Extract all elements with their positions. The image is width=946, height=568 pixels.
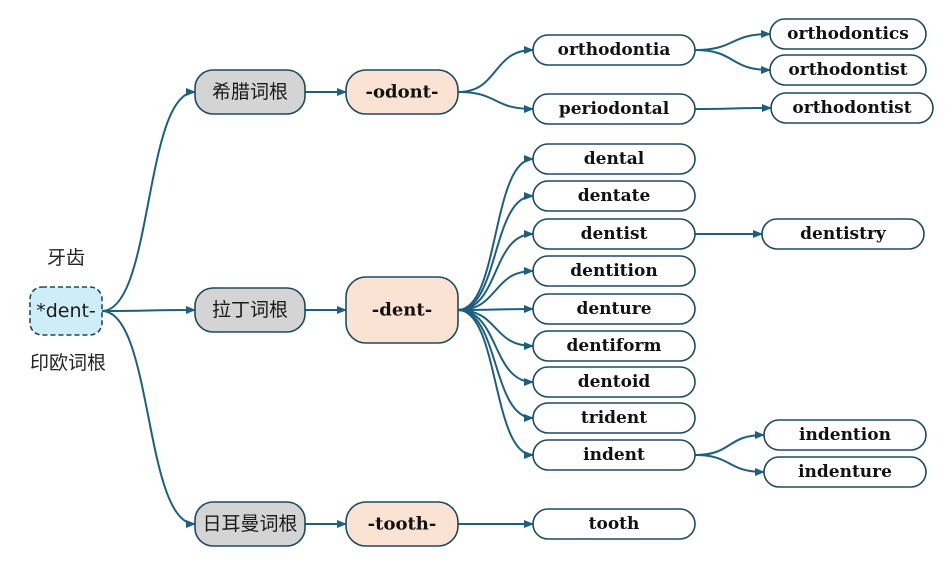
word-node-dentiform: dentiform <box>532 330 696 362</box>
word-node-orthodontist-0-0-1: orthodontist <box>769 54 927 86</box>
language-node-0: 希腊词根 <box>194 69 306 115</box>
affix-node-odont-label: -odont- <box>366 82 439 103</box>
word-node-dentoid-shape <box>532 366 696 398</box>
word-node-orthodontist-0-1-0-shape <box>770 92 934 124</box>
word-node-periodontal-shape <box>532 93 696 125</box>
word-node-denture-shape <box>532 293 696 325</box>
word-node-periodontal: periodontal <box>532 93 696 125</box>
word-node-orthodontia-shape <box>532 34 696 66</box>
word-node-dentition-shape <box>532 255 696 287</box>
edge-periodontal-to-orthodontist <box>694 104 772 113</box>
word-node-dentistry-1-2-0-label: dentistry <box>800 224 887 244</box>
edge-orthodontia-to-orthodontics <box>694 30 771 51</box>
affix-node-odont: -odont- <box>345 69 459 115</box>
word-node-dentition: dentition <box>532 255 696 287</box>
word-node-dentate-label: dentate <box>578 186 651 206</box>
edge-affix-to-dentist <box>457 230 534 311</box>
word-node-orthodontia: orthodontia <box>532 34 696 66</box>
word-node-trident-shape <box>532 402 696 434</box>
edge-affix-to-periodontal <box>457 91 534 113</box>
word-node-dentate-shape <box>532 180 696 212</box>
word-node-tooth-label: tooth <box>589 514 640 534</box>
word-node-dentist-label: dentist <box>581 224 648 244</box>
edge-affix-to-dentate <box>457 192 534 311</box>
word-node-indention-1-8-0-label: indention <box>799 425 891 445</box>
edge-affix-to-orthodontia <box>457 46 534 93</box>
affix-node-dent: -dent- <box>345 276 459 344</box>
affix-node-dent-label: -dent- <box>372 300 432 321</box>
edge-indent-to-indenture <box>694 454 765 476</box>
affix-node-tooth-label: -tooth- <box>368 514 437 535</box>
edge-root-to-language-1 <box>101 306 196 315</box>
word-node-indention-1-8-0: indention <box>763 419 927 451</box>
word-node-indention-1-8-0-shape <box>763 419 927 451</box>
language-node-1-shape <box>194 287 306 333</box>
word-node-orthodontist-0-0-1-shape <box>769 54 927 86</box>
affix-node-odont-shape <box>345 69 459 115</box>
word-node-dental-shape <box>532 143 696 175</box>
word-node-indent: indent <box>532 439 696 471</box>
word-node-dentistry-1-2-0-shape <box>761 218 925 250</box>
edge-affix-to-dental <box>457 155 534 311</box>
edge-affix-to-indent <box>457 309 534 459</box>
word-node-orthodontist-0-1-0-label: orthodontist <box>792 98 911 118</box>
edge-orthodontia-to-orthodontist <box>694 49 771 74</box>
word-node-dental: dental <box>532 143 696 175</box>
edge-root-to-language-0 <box>101 88 196 312</box>
word-node-dentition-label: dentition <box>570 261 657 281</box>
word-node-orthodontist-0-0-1-label: orthodontist <box>788 60 907 80</box>
word-node-trident-label: trident <box>581 408 647 428</box>
language-node-1-label: 拉丁词根 <box>212 299 288 321</box>
affix-node-tooth: -tooth- <box>345 501 459 547</box>
edge-root-to-language-2 <box>101 310 196 528</box>
edge-affix-to-trident <box>457 309 534 422</box>
word-node-trident: trident <box>532 402 696 434</box>
word-node-orthodontics-0-0-0-shape <box>769 18 927 50</box>
word-node-tooth-shape <box>532 508 696 540</box>
language-node-2: 日耳曼词根 <box>194 501 306 547</box>
word-node-orthodontics-0-0-0: orthodontics <box>769 18 927 50</box>
language-node-0-shape <box>194 69 306 115</box>
affix-node-tooth-shape <box>345 501 459 547</box>
teeth-label: 牙齿 <box>47 247 85 269</box>
word-node-dentistry-1-2-0: dentistry <box>761 218 925 250</box>
language-node-0-label: 希腊词根 <box>212 81 288 103</box>
root-node: *dent- <box>29 286 103 336</box>
word-node-dentoid: dentoid <box>532 366 696 398</box>
affix-node-dent-shape <box>345 276 459 344</box>
edge-indent-to-indention <box>694 431 765 456</box>
word-node-dentist-shape <box>532 218 696 250</box>
word-node-indenture-1-8-1-label: indenture <box>798 462 892 482</box>
word-node-dental-label: dental <box>584 149 645 169</box>
word-node-indenture-1-8-1-shape <box>763 456 927 488</box>
word-node-tooth: tooth <box>532 508 696 540</box>
nodes-layer: 牙齿 印欧词根 *dent- 希腊词根 -odont-orthodontia orth… <box>29 18 934 547</box>
language-node-2-shape <box>194 501 306 547</box>
word-node-denture-label: denture <box>576 299 651 319</box>
word-node-dentiform-label: dentiform <box>567 336 662 356</box>
language-node-1: 拉丁词根 <box>194 287 306 333</box>
word-node-orthodontist-0-1-0: orthodontist <box>770 92 934 124</box>
word-node-denture: denture <box>532 293 696 325</box>
word-node-dentiform-shape <box>532 330 696 362</box>
root-node-label: *dent- <box>36 300 96 322</box>
word-node-orthodontia-label: orthodontia <box>558 40 671 60</box>
language-node-2-label: 日耳曼词根 <box>202 513 297 535</box>
root-node-shape <box>29 286 103 336</box>
word-node-indenture-1-8-1: indenture <box>763 456 927 488</box>
edges-layer <box>101 30 772 528</box>
word-node-orthodontics-0-0-0-label: orthodontics <box>787 24 909 44</box>
edge-affix-to-dentition <box>457 267 534 311</box>
word-node-periodontal-label: periodontal <box>559 99 670 119</box>
word-node-indent-label: indent <box>583 445 645 465</box>
edge-affix-to-dentoid <box>457 309 534 386</box>
word-node-dentist: dentist <box>532 218 696 250</box>
pie-root-caption: 印欧词根 <box>30 352 106 374</box>
word-node-indent-shape <box>532 439 696 471</box>
word-node-dentoid-label: dentoid <box>578 372 651 392</box>
edge-affix-to-denture <box>457 305 534 314</box>
word-node-dentate: dentate <box>532 180 696 212</box>
